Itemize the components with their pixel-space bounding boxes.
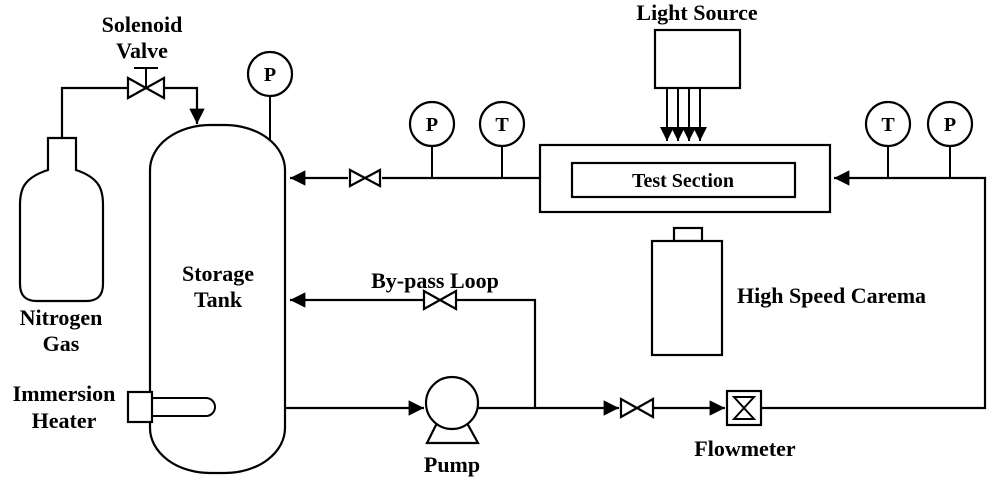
label-immersion-heater-line2: Heater (32, 408, 97, 433)
pump-casing (424, 375, 480, 431)
storage-tank: Storage Tank (148, 123, 287, 475)
flowmeter-valve-right-triangle (634, 397, 655, 419)
label-nitrogen-gas-line2: Gas (43, 331, 80, 356)
label-high-speed-camera: High Speed Carema (737, 283, 926, 308)
flowmeter-valve-left-triangle (619, 397, 640, 419)
camera-lens (672, 226, 704, 243)
heater-element (152, 397, 216, 417)
camera-body (650, 239, 724, 357)
test-outlet-temperature-dial (864, 100, 912, 148)
bypass-loop: By-pass Loop (371, 268, 499, 311)
label-light-source: Light Source (636, 0, 757, 25)
light-source-box (653, 28, 742, 90)
label-storage-tank-line1: Storage (182, 261, 254, 286)
label-storage-tank-line2: Tank (194, 287, 243, 312)
tank-pressure-gauge-letter: P (264, 64, 276, 86)
test-inlet-pressure-letter: P (426, 114, 438, 136)
label-pump: Pump (424, 452, 480, 477)
gas-cylinder-body (18, 136, 105, 303)
solenoid-valve-left-triangle (126, 76, 149, 100)
pump: Pump (424, 375, 480, 477)
pipe-solenoid-to-tank (164, 86, 205, 124)
flowmeter-hourglass (731, 396, 757, 420)
solenoid-valve-right-triangle (143, 76, 166, 100)
test-inlet-temperature-letter: T (495, 114, 509, 136)
immersion-heater: Immersion Heater (13, 381, 216, 433)
storage-tank-vessel (148, 123, 287, 475)
test-outlet-temperature-letter: T (881, 114, 895, 136)
nitrogen-gas-cylinder: Nitrogen Gas (18, 136, 105, 356)
pipe-flowmeter-to-testsection (762, 170, 987, 410)
test-outlet-pressure-gauge: P (926, 100, 974, 178)
label-solenoid-valve-line1: Solenoid (102, 12, 183, 37)
light-source: Light Source (636, 0, 758, 141)
label-nitrogen-gas-line1: Nitrogen (20, 305, 103, 330)
pipe-nitrogen-to-solenoid (60, 86, 128, 140)
label-solenoid-valve-line2: Valve (116, 38, 168, 63)
tank-pressure-gauge-dial (246, 50, 294, 98)
test-inlet-temperature-gauge: T (478, 100, 526, 178)
label-flowmeter: Flowmeter (694, 436, 796, 461)
label-immersion-heater-line1: Immersion (13, 381, 116, 406)
test-inlet-temperature-dial (478, 100, 526, 148)
label-test-section: Test Section (632, 170, 734, 192)
test-section: Test Section (538, 143, 832, 214)
tank-inlet-valve-right-triangle (362, 168, 382, 188)
test-inlet-pressure-dial (408, 100, 456, 148)
tank-inlet-valve-left-triangle (348, 168, 368, 188)
solenoid-valve: Solenoid Valve (102, 12, 183, 100)
tank-pressure-gauge: P (246, 50, 294, 140)
bypass-valve-left-triangle (422, 289, 443, 311)
label-bypass-loop: By-pass Loop (371, 268, 499, 293)
bypass-valve-right-triangle (437, 289, 458, 311)
flowmeter-inlet-valve (619, 397, 655, 419)
high-speed-camera: High Speed Carema (650, 226, 926, 357)
pipe-bypass-riser (456, 298, 537, 408)
test-outlet-pressure-dial (926, 100, 974, 148)
test-section-inner (570, 161, 797, 199)
test-outlet-temperature-gauge: T (864, 100, 912, 178)
test-inlet-pressure-gauge: P (408, 100, 456, 178)
tank-inlet-valve (348, 168, 382, 188)
piping (60, 86, 987, 416)
heater-flange (126, 390, 154, 424)
test-outlet-pressure-letter: P (944, 114, 956, 136)
flowmeter: Flowmeter (694, 389, 796, 461)
